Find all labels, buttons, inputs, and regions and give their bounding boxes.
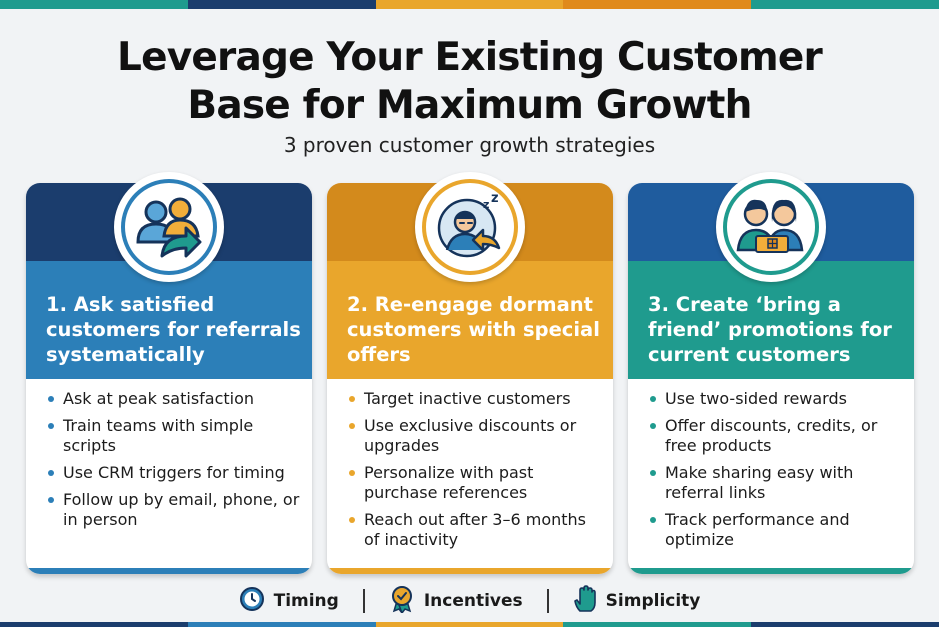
footer-legend: Timing Incentives Simplicity: [0, 585, 939, 617]
clock-icon: [239, 586, 265, 616]
list-item: Ask at peak satisfaction: [46, 389, 302, 409]
sleeping-customer-icon: z z: [415, 172, 525, 282]
bullet-list: Ask at peak satisfaction Train teams wit…: [46, 389, 302, 537]
page-title: Leverage Your Existing Customer Base for…: [117, 35, 823, 128]
bullet-list: Use two-sided rewards Offer discounts, c…: [648, 389, 904, 557]
card-accent: [327, 568, 613, 574]
referral-people-icon: [114, 172, 224, 282]
svg-text:z: z: [483, 198, 489, 211]
card-heading: 1. Ask satisfied customers for referrals…: [46, 293, 301, 366]
badge-ribbon-icon: [389, 585, 415, 617]
bullet-list: Target inactive customers Use exclusive …: [347, 389, 603, 557]
list-item: Use exclusive discounts or upgrades: [347, 416, 603, 456]
card-heading: 2. Re-engage dormant customers with spec…: [347, 293, 600, 366]
list-item: Track performance and optimize: [648, 510, 904, 550]
list-item: Train teams with simple scripts: [46, 416, 302, 456]
svg-text:z: z: [491, 192, 499, 206]
friends-gift-ticket-icon: [716, 172, 826, 282]
card-accent: [628, 568, 914, 574]
footer-item-timing: Timing: [239, 586, 339, 616]
list-item: Make sharing easy with referral links: [648, 463, 904, 503]
footer-separator: [362, 589, 365, 613]
card-accent: [26, 568, 312, 574]
footer-separator: [546, 589, 549, 613]
list-item: Use two-sided rewards: [648, 389, 904, 409]
top-color-bar: [0, 0, 939, 9]
list-item: Use CRM triggers for timing: [46, 463, 302, 483]
card-heading: 3. Create ‘bring a friend’ promotions fo…: [648, 293, 892, 366]
list-item: Target inactive customers: [347, 389, 603, 409]
hand-icon: [573, 585, 597, 617]
list-item: Follow up by email, phone, or in person: [46, 490, 302, 530]
list-item: Personalize with past purchase reference…: [347, 463, 603, 503]
bottom-color-bar: [0, 622, 939, 627]
list-item: Offer discounts, credits, or free produc…: [648, 416, 904, 456]
page-subtitle: 3 proven customer growth strategies: [283, 133, 656, 157]
footer-item-incentives: Incentives: [389, 585, 523, 617]
footer-item-simplicity: Simplicity: [573, 585, 700, 617]
list-item: Reach out after 3–6 months of inactivity: [347, 510, 603, 550]
